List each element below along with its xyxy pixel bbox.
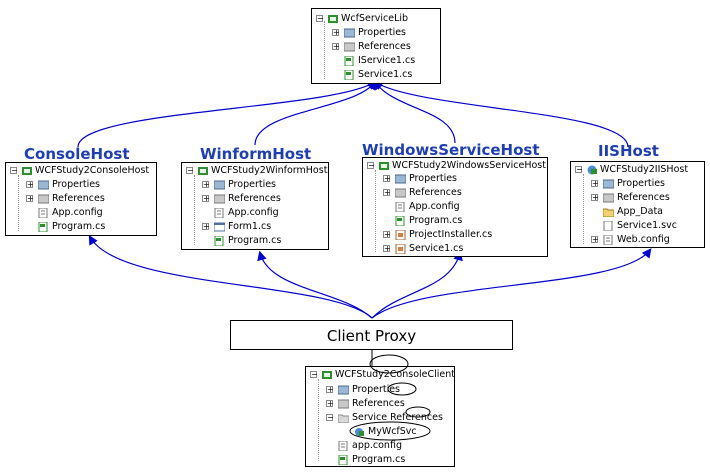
- config-file-icon: [395, 202, 405, 212]
- arrow-winform-to-lib: [254, 80, 377, 146]
- properties-icon: [38, 180, 49, 190]
- config-file-icon: [338, 441, 348, 451]
- references-icon: [214, 194, 225, 204]
- winform-host-tree: − WCFStudy2WinformHost + Properties + Re…: [181, 162, 329, 250]
- properties-icon: [214, 180, 225, 190]
- console-host-tree: − WCFStudy2ConsoleHost + Properties + Re…: [5, 162, 157, 236]
- cs-file-icon: [395, 216, 405, 226]
- cs-file-icon: [214, 236, 224, 246]
- circle-properties: [387, 382, 417, 396]
- host-title-winform: WinformHost: [200, 145, 312, 163]
- project-icon: [198, 167, 208, 175]
- form-file-icon: [214, 222, 225, 232]
- properties-icon: [395, 174, 406, 184]
- svc-file-icon: [603, 221, 613, 231]
- project-icon: [22, 167, 32, 175]
- iis-host-tree: − WCFStudy2IISHost + Properties + Refere…: [570, 161, 705, 248]
- client-tree: − WCFStudy2ConsoleClient + Properties + …: [305, 366, 455, 467]
- config-file-icon: [603, 235, 613, 245]
- circle-mywcfsvc: [349, 421, 431, 441]
- references-icon: [344, 42, 355, 52]
- config-file-icon: [38, 208, 48, 218]
- host-title-console: ConsoleHost: [24, 145, 130, 163]
- properties-icon: [603, 179, 614, 189]
- project-icon: [379, 162, 389, 170]
- project-icon: [328, 15, 338, 23]
- cs-file-icon: [38, 222, 48, 232]
- web-project-icon: [587, 165, 597, 175]
- config-file-icon: [214, 208, 224, 218]
- client-proxy-box: Client Proxy: [230, 320, 513, 350]
- arrow-console-to-lib: [77, 80, 378, 148]
- cs-file-icon: [344, 56, 354, 66]
- cs-file-icon: [338, 455, 348, 465]
- folder-icon: [603, 208, 614, 217]
- references-icon: [38, 194, 49, 204]
- properties-icon: [338, 385, 349, 395]
- properties-icon: [344, 28, 355, 38]
- component-file-icon: [395, 230, 406, 240]
- references-icon: [603, 193, 614, 203]
- service-reference-icon: [355, 428, 364, 436]
- component-file-icon: [395, 244, 406, 254]
- arrow-winsvc-to-lib: [373, 80, 456, 144]
- winsvc-host-tree: − WCFStudy2WindowsServiceHost + Properti…: [362, 157, 548, 257]
- arrow-proxy-to-console: [88, 234, 373, 319]
- references-icon: [395, 188, 406, 198]
- folder-icon: [338, 414, 349, 423]
- circle-service-refs: [405, 406, 431, 418]
- arrow-proxy-to-winform: [257, 250, 373, 319]
- project-icon: [322, 371, 332, 379]
- references-icon: [338, 399, 349, 409]
- circle-client-name: [369, 354, 409, 374]
- host-title-iis: IISHost: [598, 142, 659, 160]
- arrow-proxy-to-iis: [371, 248, 652, 319]
- host-title-winsvc: WindowsServiceHost: [362, 141, 540, 159]
- arrow-iis-to-lib: [372, 80, 629, 148]
- arrow-proxy-to-winsvc: [371, 250, 463, 319]
- cs-file-icon: [344, 70, 354, 80]
- lib-tree: − WcfServiceLib + Properties + Reference…: [311, 8, 441, 84]
